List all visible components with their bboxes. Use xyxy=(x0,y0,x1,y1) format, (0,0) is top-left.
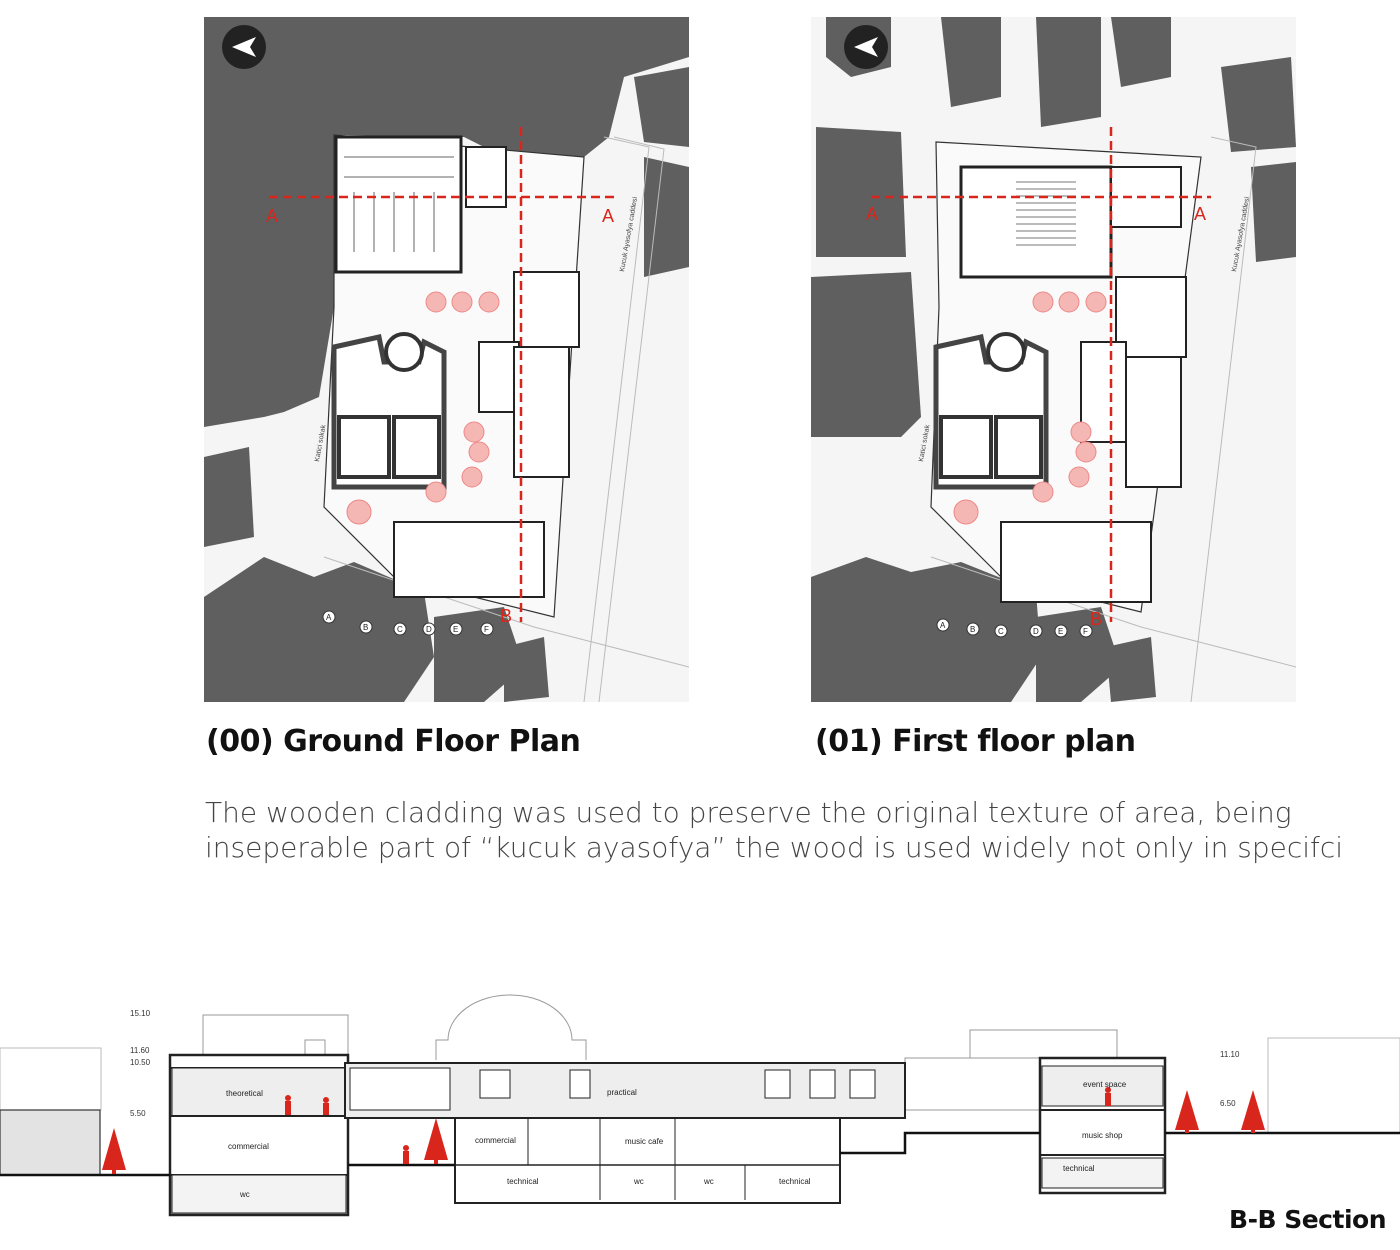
svg-text:D: D xyxy=(426,625,432,634)
first-floor-caption: (01) First floor plan xyxy=(815,724,1136,759)
room-music-shop: music shop xyxy=(1082,1131,1123,1140)
ground-floor-plan: A A B A B C D E F Kucuk Ayasofya caddesi… xyxy=(204,17,689,702)
svg-text:11.60: 11.60 xyxy=(130,1046,150,1055)
svg-text:C: C xyxy=(998,627,1004,636)
svg-text:B: B xyxy=(363,623,368,632)
room-wc-mid-1: wc xyxy=(633,1177,644,1186)
first-floor-plan-drawing: A A B A B C D E F Kucuk Ayasofya caddesi… xyxy=(811,17,1296,702)
svg-text:11.10: 11.10 xyxy=(1220,1050,1240,1059)
first-floor-plan: A A B A B C D E F Kucuk Ayasofya caddesi… xyxy=(811,17,1296,702)
room-event-space: event space xyxy=(1083,1080,1127,1089)
section-a-marker-right: A xyxy=(1194,204,1206,224)
svg-text:6.50: 6.50 xyxy=(1220,1099,1236,1108)
svg-text:10.50: 10.50 xyxy=(130,1058,151,1067)
room-wc-mid-2: wc xyxy=(703,1177,714,1186)
plan-trees xyxy=(346,291,500,525)
section-a-marker-left: A xyxy=(266,206,278,226)
svg-text:E: E xyxy=(1058,627,1063,636)
description-text: The wooden cladding was used to preserve… xyxy=(205,795,1385,865)
surrounding-buildings xyxy=(811,17,1296,702)
room-technical-lower: technical xyxy=(1063,1164,1095,1173)
room-technical-mid: technical xyxy=(507,1177,539,1186)
svg-text:A: A xyxy=(940,621,946,630)
room-commercial-left: commercial xyxy=(228,1142,269,1151)
section-b-marker: B xyxy=(1090,609,1102,629)
svg-text:F: F xyxy=(484,625,489,634)
room-theoretical: theoretical xyxy=(226,1089,263,1098)
section-b-marker: B xyxy=(500,606,512,626)
svg-text:E: E xyxy=(453,625,458,634)
room-commercial-mid: commercial xyxy=(475,1136,516,1145)
ground-floor-plan-drawing: A A B A B C D E F Kucuk Ayasofya caddesi… xyxy=(204,17,689,702)
section-title: B-B Section xyxy=(1229,1205,1386,1234)
description-line-1: The wooden cladding was used to preserve… xyxy=(205,796,1292,829)
section-a-marker-right: A xyxy=(602,206,614,226)
svg-text:15.10: 15.10 xyxy=(130,1009,151,1018)
surrounding-buildings xyxy=(204,17,689,427)
ground-floor-caption: (00) Ground Floor Plan xyxy=(206,724,581,759)
ground-line xyxy=(0,1131,1400,1177)
section-building xyxy=(168,1053,1167,1217)
plan-trees xyxy=(953,291,1107,525)
room-technical-right: technical xyxy=(779,1177,811,1186)
section-a-marker-left: A xyxy=(866,204,878,224)
grid-letters: A B C D E F xyxy=(322,610,494,636)
room-music-cafe: music cafe xyxy=(625,1137,664,1146)
bb-section-drawing: 15.10 11.60 10.50 5.50 11.10 6.50 theore… xyxy=(0,994,1400,1217)
grid-letters: A B C D E F xyxy=(936,618,1093,638)
description-line-2: inseperable part of “kucuk ayasofya” the… xyxy=(205,831,1344,864)
level-labels: 15.10 11.60 10.50 5.50 11.10 6.50 xyxy=(130,1009,1240,1118)
svg-text:D: D xyxy=(1033,627,1039,636)
section-people xyxy=(285,1087,1111,1164)
mosque-plan xyxy=(933,332,1049,490)
svg-text:B: B xyxy=(970,625,975,634)
svg-text:5.50: 5.50 xyxy=(130,1109,146,1118)
svg-text:F: F xyxy=(1083,627,1088,636)
mosque-plan xyxy=(331,332,447,490)
svg-text:A: A xyxy=(326,613,332,622)
svg-text:C: C xyxy=(397,625,403,634)
room-practical: practical xyxy=(607,1088,637,1097)
room-wc-left: wc xyxy=(239,1190,250,1199)
section-trees xyxy=(102,1090,1265,1174)
